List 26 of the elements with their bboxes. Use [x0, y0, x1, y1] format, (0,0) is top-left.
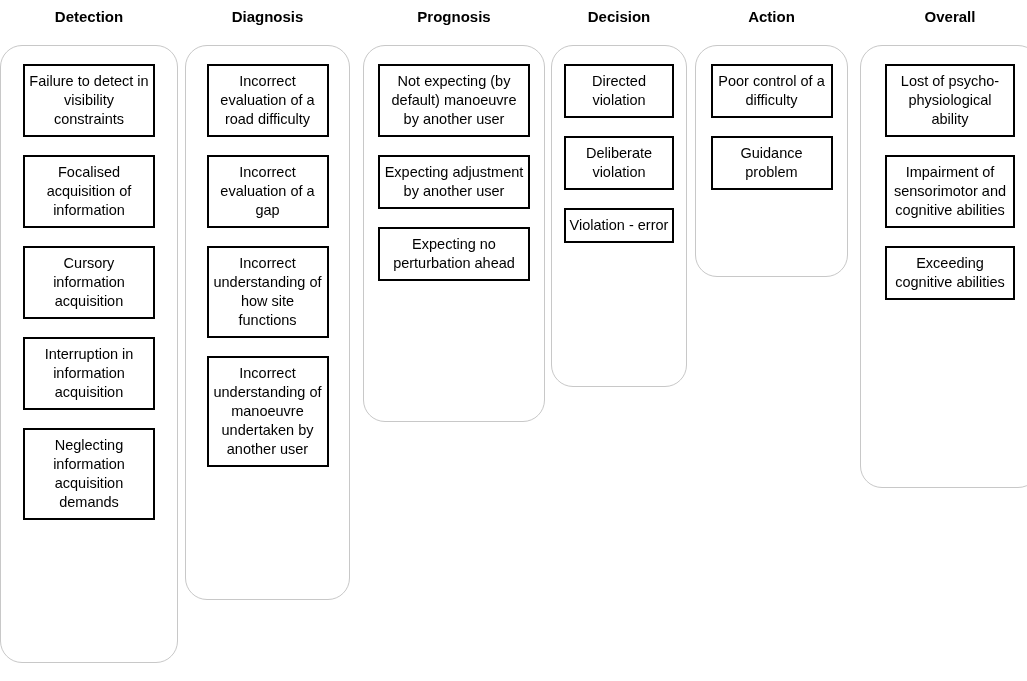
category-box: Incorrect understanding of how site functions [206, 246, 329, 338]
category-box: Expecting no perturbation ahead [378, 227, 530, 281]
column-heading: Detection [53, 8, 125, 25]
category-box: Violation - error [564, 208, 674, 243]
column-heading: Action [747, 8, 796, 25]
category-box: Deliberate violation [564, 136, 674, 190]
column-heading: Diagnosis [230, 8, 305, 25]
category-box: Not expecting (by default) manoeuvre by another user [378, 64, 530, 137]
category-box: Directed violation [564, 64, 674, 118]
category-box: Poor control of a difficulty [710, 64, 833, 118]
category-box: Interruption in information acquisition [23, 337, 155, 410]
category-box: Lost of psycho-physiological ability [885, 64, 1015, 137]
category-box: Expecting adjustment by another user [378, 155, 530, 209]
category-box: Incorrect evaluation of a road difficulty [206, 64, 329, 137]
category-box: Neglecting information acquisition demands [23, 428, 155, 520]
category-box: Cursory information acquisition [23, 246, 155, 319]
category-box: Failure to detect in visibility constraints [23, 64, 155, 137]
column-heading: Overall [923, 8, 977, 25]
column-heading: Decision [586, 8, 652, 25]
category-box: Focalised acquisition of information [23, 155, 155, 228]
category-box: Incorrect evaluation of a gap [206, 155, 329, 228]
category-box: Guidance problem [710, 136, 833, 190]
category-box: Impairment of sensorimotor and cognitive abilities [885, 155, 1015, 228]
category-box: Incorrect understanding of manoeuvre undertaken by another user [206, 356, 329, 467]
column-heading: Prognosis [416, 8, 492, 25]
category-box: Exceeding cognitive abilities [885, 246, 1015, 300]
